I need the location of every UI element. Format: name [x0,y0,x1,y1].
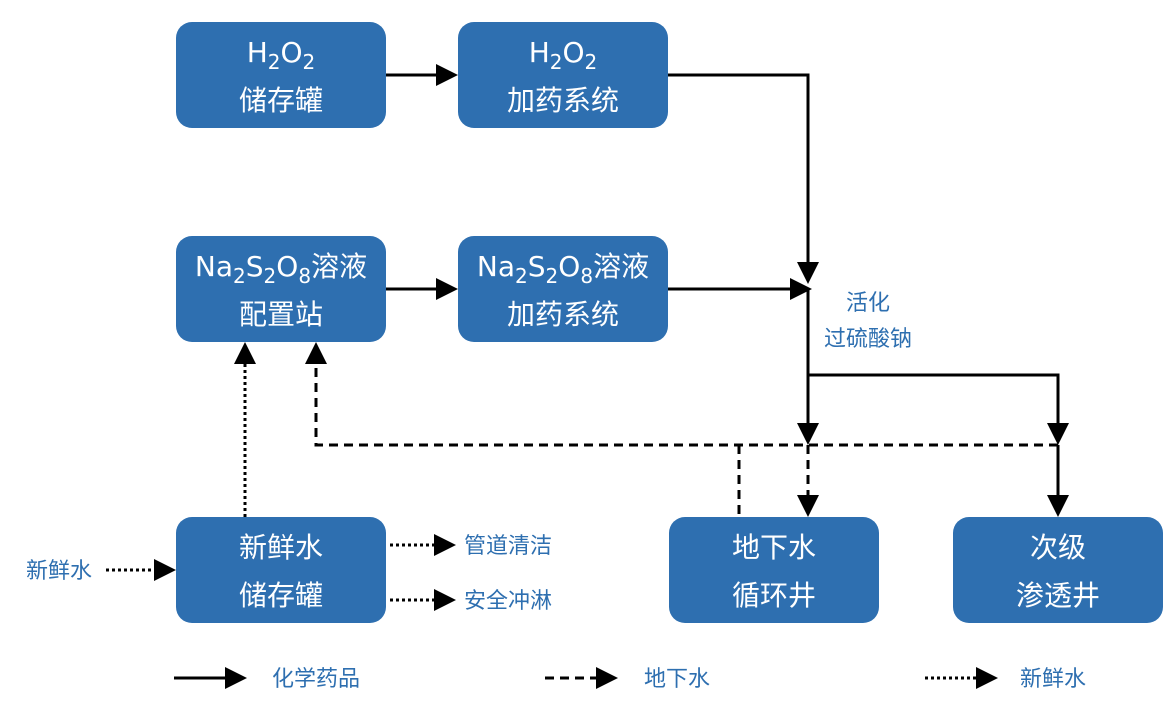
secondary-seepage-well-box: 次级 渗透井 [953,517,1163,623]
legend: 化学药品 地下水 新鲜水 [174,667,1086,692]
pipe-cleaning-label: 管道清洁 [464,534,552,559]
gw-well-line2: 循环井 [732,579,816,612]
persulfate-dosing-label: 加药系统 [507,298,619,331]
persulfate-formula: Na2S2O8溶液 [477,250,649,288]
persulfate-station-label: 配置站 [239,298,323,331]
h2o2-formula: H2O2 [529,36,598,74]
h2o2-dosing-label: 加药系统 [507,84,619,117]
activation-label-line1: 活化 [846,291,890,316]
persulfate-formula: Na2S2O8溶液 [195,250,367,288]
h2o2-tank-label: 储存罐 [239,84,323,117]
fresh-tank-line1: 新鲜水 [239,531,323,564]
seepage-well-line1: 次级 [1030,531,1086,564]
h2o2-formula: H2O2 [247,36,316,74]
fresh-water-flow-lines [106,342,456,611]
groundwater-circulation-well-box: 地下水 循环井 [669,517,879,623]
legend-groundwater-label: 地下水 [644,667,710,692]
legend-item-groundwater: 地下水 [545,667,710,692]
h2o2-dosing-system-box: H2O2 加药系统 [458,22,668,128]
legend-fresh-water-label: 新鲜水 [1020,667,1086,692]
h2o2-storage-tank-box: H2O2 储存罐 [176,22,386,128]
activation-label-line2: 过硫酸钠 [824,327,912,352]
groundwater-flow-lines [305,342,1058,517]
fresh-water-storage-tank-box: 新鲜水 储存罐 [176,517,386,623]
safety-shower-label: 安全冲淋 [464,589,552,614]
legend-item-chemicals: 化学药品 [174,667,360,692]
gw-well-line1: 地下水 [732,531,816,564]
chemical-flow-lines [386,64,1069,517]
persulfate-preparation-station-box: Na2S2O8溶液 配置站 [176,236,386,342]
legend-item-fresh-water: 新鲜水 [925,667,1086,692]
fresh-water-input-label: 新鲜水 [26,559,92,584]
fresh-tank-line2: 储存罐 [239,579,323,612]
persulfate-dosing-system-box: Na2S2O8溶液 加药系统 [458,236,668,342]
legend-chemicals-label: 化学药品 [272,667,360,692]
seepage-well-line2: 渗透井 [1016,579,1100,612]
